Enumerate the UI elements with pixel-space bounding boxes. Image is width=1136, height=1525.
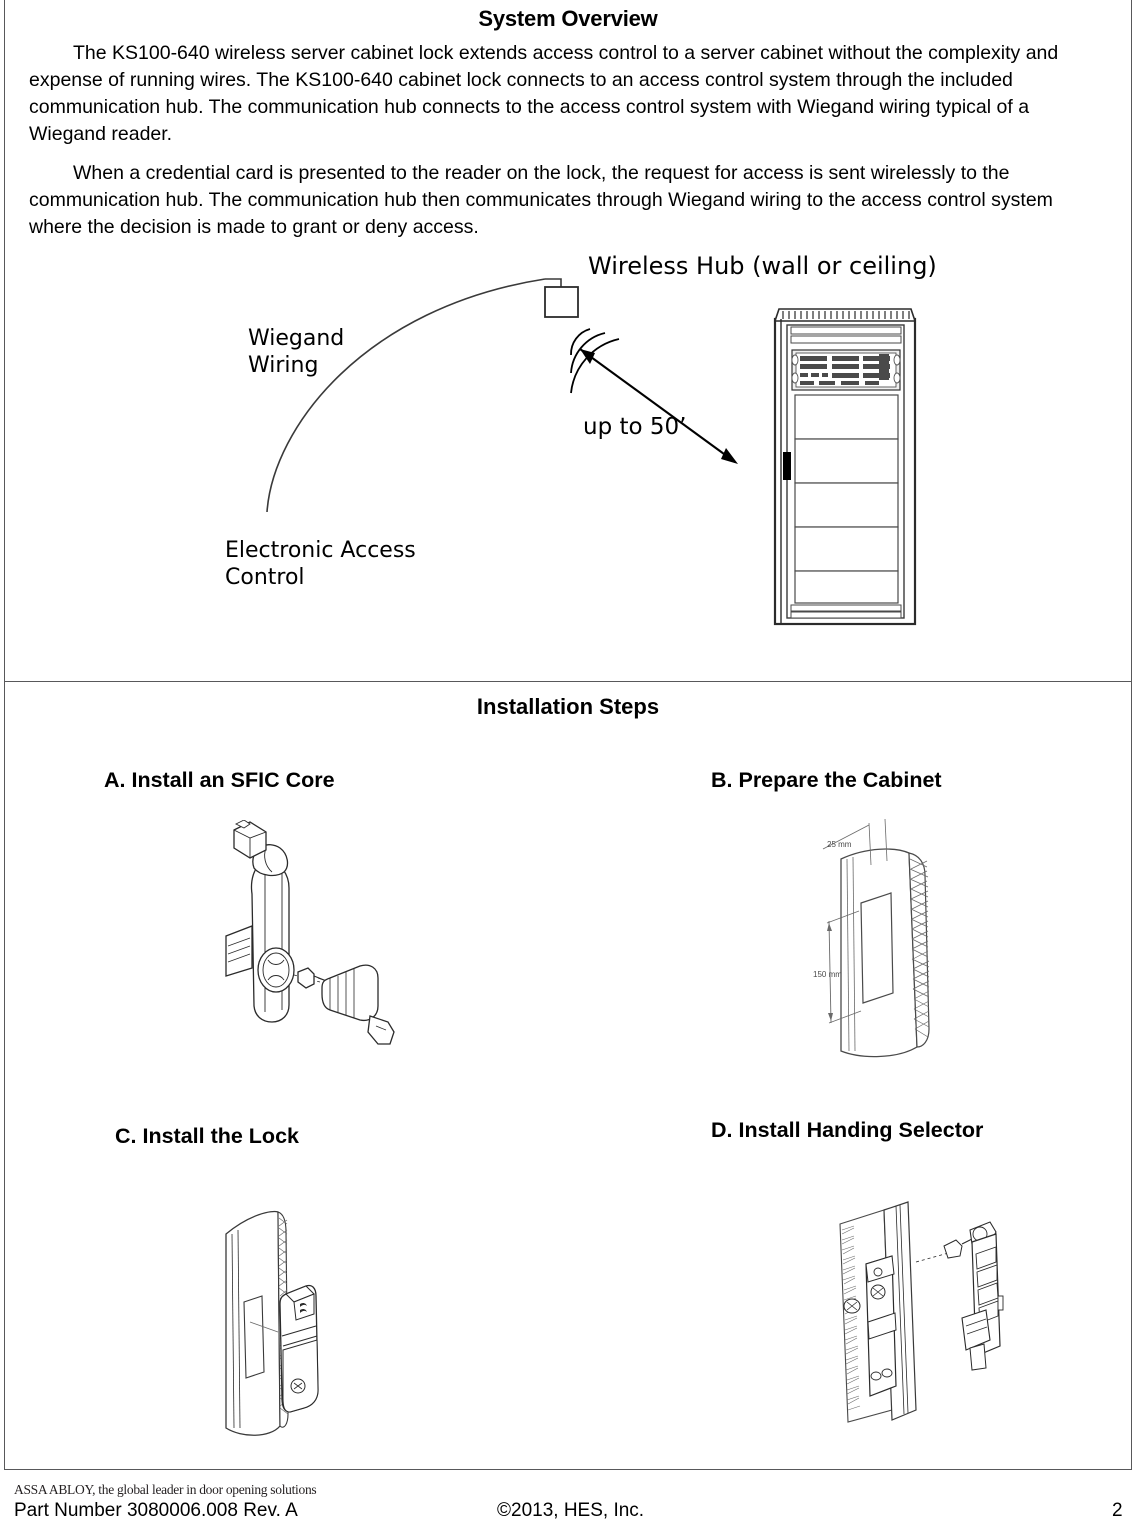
footer-page-number: 2: [1112, 1500, 1123, 1521]
system-overview-section: System Overview The KS100-640 wireless s…: [5, 0, 1131, 682]
footer-copyright: ©2013, HES, Inc.: [497, 1500, 645, 1521]
overview-paragraph-2: When a credential card is presented to t…: [29, 162, 1053, 238]
assa-abloy-brand-tagline: ASSA ABLOY, the global leader in door op…: [14, 1482, 317, 1497]
step-a-heading: A. Install an SFIC Core: [104, 768, 335, 792]
page-footer: ASSA ABLOY, the global leader in door op…: [0, 1470, 1136, 1525]
cabinet-door-dimensions-illustration: 25 mm 150 mm: [813, 818, 930, 1058]
diagram-label-wiegand-wiring: Wiegand Wiring: [248, 326, 345, 378]
step-d-heading: D. Install Handing Selector: [711, 1118, 984, 1142]
server-rack-icon: [773, 308, 917, 626]
sfic-core-exploded-illustration: [225, 819, 395, 1045]
wireless-hub-box-icon: [544, 286, 579, 318]
content-box: System Overview The KS100-640 wireless s…: [4, 0, 1132, 1470]
footer-part-number: Part Number 3080006.008 Rev. A: [14, 1500, 298, 1521]
diagram-label-wireless-hub: Wireless Hub (wall or ceiling): [588, 252, 937, 280]
step-c-illustration: [200, 1200, 380, 1455]
step-d-illustration: [820, 1200, 1020, 1455]
system-diagram: Wireless Hub (wall or ceiling) Wiegand W…: [5, 247, 1131, 647]
diagram-label-electronic-access-control: Electronic Access Control: [225, 538, 416, 590]
hub-wire-elbow: [545, 278, 562, 289]
wireless-arrowhead-hub: [580, 349, 595, 364]
page-title: System Overview: [478, 6, 658, 31]
step-b-heading: B. Prepare the Cabinet: [711, 768, 942, 792]
handing-selector-illustration: [839, 1201, 1004, 1423]
lock-installation-illustration: [225, 1210, 319, 1436]
wireless-link-line: [579, 348, 736, 463]
wireless-arrowhead-rack: [721, 448, 738, 464]
step-b-illustration: 25 mm 150 mm: [797, 815, 957, 1070]
wiegand-wire-path: [266, 278, 546, 513]
cabinet-lock-marker: [783, 452, 791, 480]
diagram-label-distance: up to 50’: [583, 414, 687, 440]
dimension-150mm: 150 mm: [813, 970, 842, 979]
overview-paragraph-1: The KS100-640 wireless server cabinet lo…: [29, 42, 1059, 145]
step-c-heading: C. Install the Lock: [115, 1124, 299, 1148]
system-diagram-svg: [266, 278, 917, 626]
installation-steps-title: Installation Steps: [476, 694, 660, 719]
step-a-illustration: [210, 819, 410, 1075]
dimension-25mm: 25 mm: [827, 840, 852, 849]
installation-steps-section: Installation Steps A. Install an SFIC Co…: [5, 682, 1131, 1468]
